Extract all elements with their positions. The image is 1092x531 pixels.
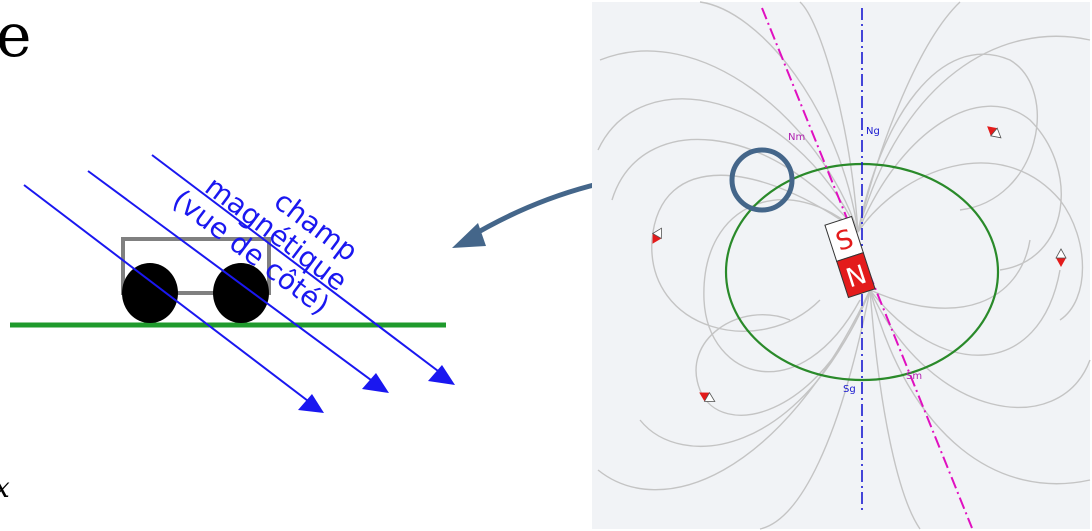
- field-arrow-1: [23, 184, 313, 405]
- cart-wheel-right: [213, 263, 269, 323]
- field-arrow-2-head: [362, 373, 389, 393]
- field-arrows: [23, 154, 455, 413]
- cart-wheel-left: [122, 263, 178, 323]
- cropped-text-fragment-top: e: [0, 1, 32, 71]
- field-lines: [597, 1, 1091, 530]
- bar-magnet: S N: [824, 215, 876, 299]
- field-arrow-3-head: [428, 365, 455, 385]
- cart-body: [121, 237, 271, 295]
- pointer-arrow-head: [452, 223, 486, 248]
- label-nm: Nm: [788, 132, 805, 143]
- compass-needle-right: [1055, 248, 1067, 267]
- compass-needle-top-right: [987, 126, 1002, 139]
- magnet-north-half: [836, 252, 876, 299]
- label-sg: Sg: [843, 384, 856, 395]
- field-arrow-2: [87, 170, 376, 384]
- compass-needle-left: [651, 227, 662, 244]
- highlight-circle: [729, 147, 795, 213]
- cart: [121, 237, 271, 323]
- cropped-text-fragment-bottom: x: [0, 471, 10, 504]
- field-arrow-3: [151, 154, 443, 375]
- field-arrow-1-head: [298, 394, 324, 413]
- label-sm: Sm: [906, 371, 922, 382]
- label-ng: Ng: [866, 126, 880, 137]
- right-panel: Nm Ng Sg Sm S N: [592, 1, 1091, 530]
- compass-needle-bottom-left: [699, 391, 716, 402]
